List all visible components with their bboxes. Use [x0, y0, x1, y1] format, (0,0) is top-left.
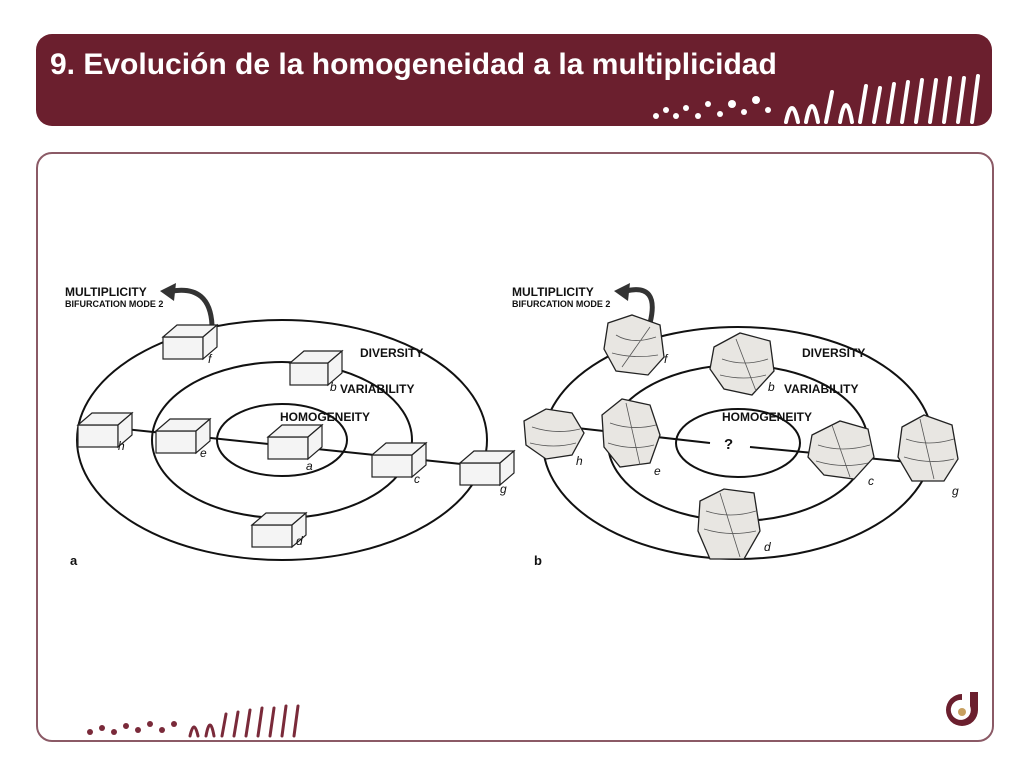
variability-label: VARIABILITY — [340, 382, 414, 396]
bifurcation-label: BIFURCATION MODE 2 — [65, 299, 163, 309]
panel-label-b: b — [534, 553, 542, 568]
core-block-h — [76, 411, 134, 449]
diagram-b: MULTIPLICITY BIFURCATION MODE 2 DIVERSIT… — [512, 283, 959, 568]
homogeneity-label: HOMOGENEITY — [722, 410, 812, 424]
point-label-e: e — [200, 446, 207, 460]
stone-g — [897, 414, 959, 482]
point-label-b: b — [330, 380, 337, 394]
multiplicity-label: MULTIPLICITY — [512, 285, 594, 299]
panel-label-a: a — [70, 553, 78, 568]
diversity-label: DIVERSITY — [360, 346, 423, 360]
core-block-f — [161, 323, 219, 361]
bifurcation-label: BIFURCATION MODE 2 — [512, 299, 610, 309]
stone-f — [603, 314, 665, 376]
page-title: 9. Evolución de la homogeneidad a la mul… — [50, 48, 777, 81]
homogeneity-label: HOMOGENEITY — [280, 410, 370, 424]
core-block-c — [370, 441, 428, 479]
point-label-d: d — [764, 540, 771, 554]
paleolithic-art-deco-icon — [87, 704, 300, 738]
core-block-b — [288, 349, 344, 387]
core-block-g — [458, 449, 516, 487]
stone-h — [523, 408, 585, 460]
point-label-g: g — [952, 484, 959, 498]
point-label-c: c — [868, 474, 874, 488]
core-block-e — [154, 417, 212, 455]
point-label-e: e — [654, 464, 661, 478]
core-block-a — [266, 423, 324, 461]
variability-label: VARIABILITY — [784, 382, 858, 396]
stone-e — [601, 398, 661, 468]
multiplicity-label: MULTIPLICITY — [65, 285, 147, 299]
point-label-a: a — [306, 459, 313, 473]
core-block-d — [250, 511, 308, 549]
diversity-label: DIVERSITY — [802, 346, 865, 360]
diagram-a: MULTIPLICITY BIFURCATION MODE 2 DIVERSIT… — [65, 283, 516, 568]
paleolithic-art-deco-icon — [653, 74, 980, 124]
point-label-f: f — [664, 352, 669, 366]
point-label-h: h — [118, 439, 125, 453]
evolution-diagram: MULTIPLICITY BIFURCATION MODE 2 DIVERSIT… — [65, 283, 959, 568]
point-label-f: f — [208, 352, 213, 366]
point-label-c: c — [414, 472, 420, 486]
point-label-g: g — [500, 482, 507, 496]
stone-d — [697, 488, 761, 560]
institution-logo-icon — [946, 692, 978, 726]
title-bar: 9. Evolución de la homogeneidad a la mul… — [36, 34, 992, 126]
point-label-d: d — [296, 534, 303, 548]
center-question-mark: ? — [724, 436, 733, 453]
stone-b — [709, 332, 775, 396]
point-label-h: h — [576, 454, 583, 468]
point-label-b: b — [768, 380, 775, 394]
